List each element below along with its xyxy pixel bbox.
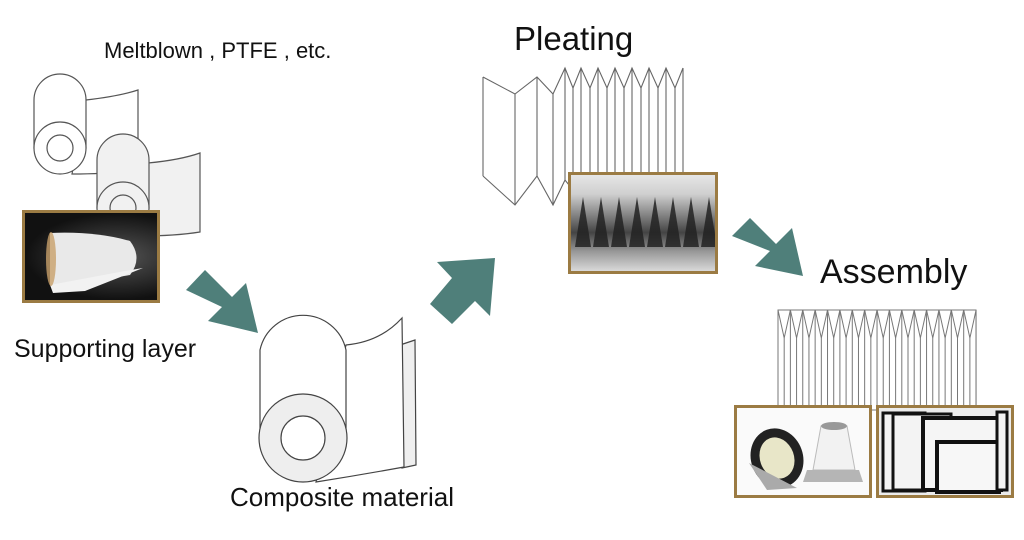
cone-filter-photo <box>734 405 872 498</box>
panel-filter-photo <box>876 405 1014 498</box>
arrow-supporting-to-composite <box>186 270 258 333</box>
pleat-pack-icon <box>777 309 977 411</box>
filter-media-roll-photo <box>22 210 160 303</box>
label-materials: Meltblown , PTFE , etc. <box>104 38 332 63</box>
panel-filters-image <box>881 410 1009 494</box>
arrow-composite-to-pleating <box>430 258 495 324</box>
composite-roll-icon <box>258 314 417 483</box>
label-supporting-layer: Supporting layer <box>14 335 197 363</box>
label-pleating: Pleating <box>514 20 634 57</box>
pleat-peak <box>647 197 663 247</box>
pleat-peak <box>701 197 715 247</box>
pleat-peak <box>575 197 591 247</box>
material-roll-1-icon <box>33 73 139 175</box>
cone-filter-image <box>749 422 863 490</box>
pleat-peak <box>593 197 609 247</box>
pleat-peak <box>629 197 645 247</box>
pleat-peak <box>665 197 681 247</box>
pleated-media-closeup-photo <box>568 172 718 274</box>
label-assembly: Assembly <box>820 253 968 291</box>
arrow-pleating-to-assembly <box>732 218 803 276</box>
pleat-closeup-image <box>575 197 715 247</box>
media-roll-image <box>46 232 143 293</box>
pleat-peak <box>611 197 627 247</box>
label-composite-material: Composite material <box>230 482 454 512</box>
pleat-peak <box>683 197 699 247</box>
